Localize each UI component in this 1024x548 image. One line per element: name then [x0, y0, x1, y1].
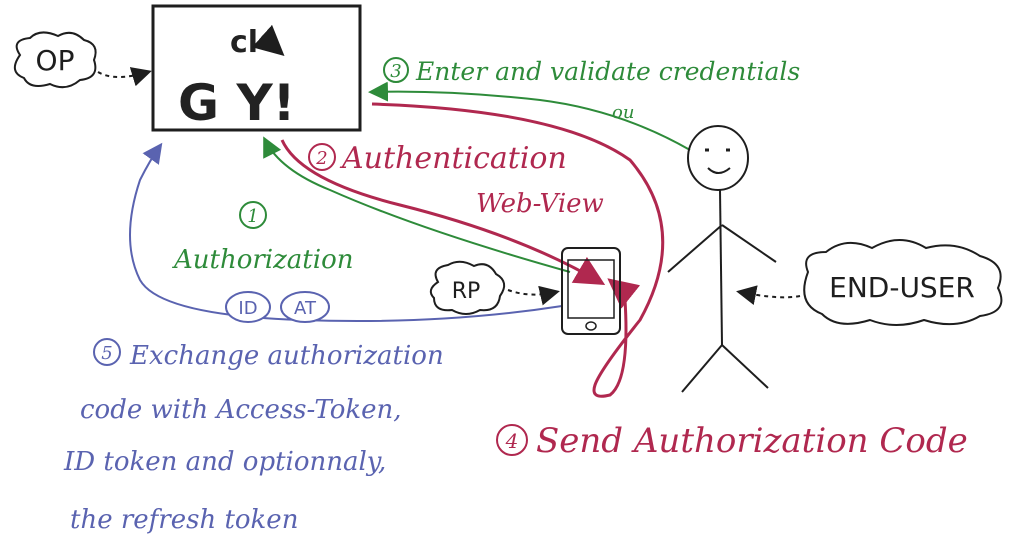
step5-label-group: 5 Exchange authorization code with Acces…	[63, 338, 444, 535]
id-token-badge: ID	[225, 291, 271, 323]
step2-label-line2: Web-View	[476, 189, 604, 219]
phone-icon	[561, 247, 621, 335]
step2-arrow	[280, 139, 606, 286]
end-user-arrow	[736, 285, 801, 305]
at-token-badge: AT	[280, 291, 330, 323]
server-logo-arrow-icon	[252, 24, 285, 56]
step4-label: Send Authorization Code	[536, 421, 968, 461]
step2-label-group: 2 Authentication Web-View	[308, 141, 604, 219]
step3-label-group: 3 Enter and validate credentials ou	[383, 57, 800, 123]
step1-label: Authorization	[172, 245, 353, 275]
id-token-label: ID	[238, 298, 257, 319]
step2-number: 2	[315, 148, 327, 169]
step4-loop-arrow	[371, 102, 665, 398]
step1-label-group: 1 Authorization	[172, 201, 353, 275]
op-arrow	[97, 67, 152, 87]
server-logo-top: cl	[230, 25, 258, 60]
step3-number: 3	[390, 61, 401, 82]
op-cloud: OP	[13, 31, 97, 89]
server-box: cl G Y!	[151, 4, 362, 132]
step2-label-line1: Authentication	[339, 141, 567, 176]
step4-label-group: 4 Send Authorization Code	[496, 421, 968, 461]
step3-arrow	[368, 81, 691, 151]
step5-number: 5	[101, 343, 112, 364]
rp-label: RP	[452, 279, 481, 304]
end-user-cloud: END-USER	[803, 239, 1003, 326]
rp-arrow	[507, 285, 560, 306]
step5-line4: the refresh token	[70, 505, 298, 535]
step1-number: 1	[247, 206, 258, 227]
rp-cloud: RP	[429, 260, 506, 315]
end-user-label: END-USER	[829, 271, 975, 304]
op-label: OP	[36, 44, 75, 77]
step5-line1: Exchange authorization	[129, 341, 444, 371]
step3-or: ou	[612, 102, 634, 123]
step3-label: Enter and validate credentials	[415, 57, 800, 86]
step5-line3: ID token and optionnaly,	[63, 447, 386, 477]
server-logo-main: G Y!	[178, 74, 295, 132]
step1-arrow	[263, 136, 571, 273]
end-user-figure	[667, 125, 777, 393]
at-token-label: AT	[294, 298, 317, 319]
step5-line2: code with Access-Token,	[80, 395, 402, 425]
step4-number: 4	[505, 429, 519, 453]
step5-arrow	[129, 142, 563, 323]
